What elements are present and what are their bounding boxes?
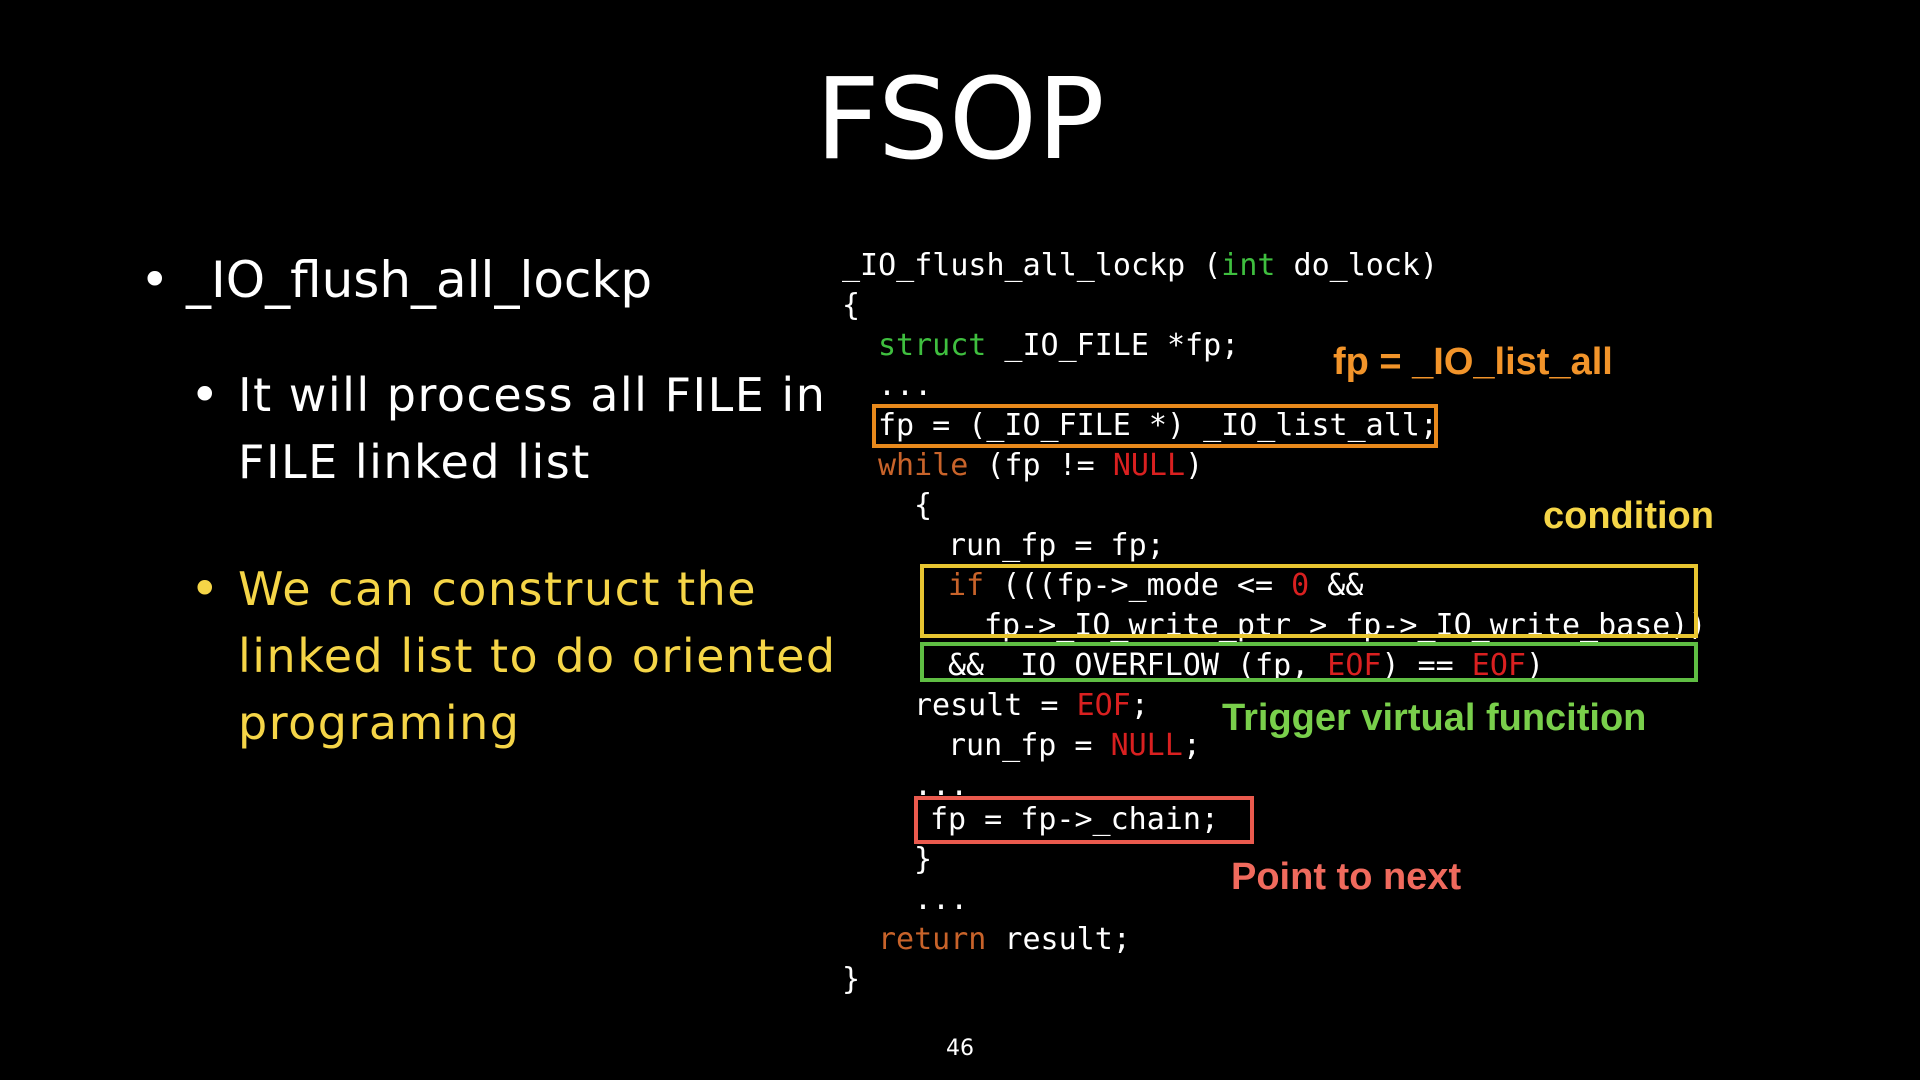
code-line-3: struct _IO_FILE *fp; [878, 326, 1239, 366]
code-text: ; [1182, 728, 1201, 763]
code-line-6: while (fp != NULL) [878, 446, 1203, 486]
code-text: result = [914, 688, 1077, 723]
bullet-sub-1-text: It will process all FILE in FILE linked … [238, 368, 827, 489]
code-line-9: if (((fp->_mode <= 0 && [948, 566, 1363, 606]
code-text: && _IO_OVERFLOW (fp, [948, 648, 1328, 683]
code-line-7: { [914, 488, 933, 523]
highlight-box-fp-list [872, 404, 1438, 448]
code-keyword: if [948, 568, 985, 603]
bullet-main-text: _IO_flush_all_lockp [186, 251, 653, 309]
annotation-fp-list: fp = _IO_list_all [1333, 341, 1613, 383]
code-constant: EOF [1327, 648, 1382, 683]
code-text: do_lock) [1275, 248, 1439, 283]
code-line-19: } [842, 962, 861, 997]
code-text: ) == [1381, 648, 1472, 683]
code-text: && [1309, 568, 1364, 603]
code-constant: EOF [1076, 688, 1131, 723]
highlight-box-overflow [920, 642, 1698, 682]
annotation-trigger: Trigger virtual funcition [1222, 697, 1647, 739]
bullet-dot-icon: • [190, 366, 221, 424]
code-text: (fp != [968, 448, 1113, 483]
bullet-dot-icon: • [190, 560, 221, 618]
slide-title: FSOP [815, 55, 1105, 185]
code-line-12: result = EOF; [914, 686, 1149, 726]
code-line-17: ... [914, 882, 969, 917]
code-keyword: while [878, 448, 969, 483]
code-text: result; [986, 922, 1131, 957]
code-line-18: return result; [878, 920, 1131, 960]
code-line-1: _IO_flush_all_lockp (int do_lock) [842, 246, 1438, 286]
bullet-sub-2-text: We can construct the linked list to do o… [238, 562, 837, 750]
code-constant: NULL [1112, 448, 1186, 483]
highlight-box-condition [920, 564, 1698, 638]
code-line-8: run_fp = fp; [948, 528, 1165, 563]
code-constant: EOF [1471, 648, 1526, 683]
code-text: _IO_flush_all_lockp ( [842, 248, 1222, 283]
page-number: 46 [946, 1036, 974, 1061]
annotation-condition: condition [1543, 495, 1714, 537]
code-line-5: fp = (_IO_FILE *) _IO_list_all; [878, 408, 1438, 443]
code-text: ) [1525, 648, 1545, 683]
code-keyword: int [1221, 248, 1276, 283]
code-line-15: fp = fp->_chain; [930, 802, 1219, 837]
highlight-box-chain [914, 796, 1254, 844]
code-constant: NULL [1110, 728, 1183, 763]
code-line-2: { [842, 288, 861, 323]
code-line-16: } [914, 842, 933, 877]
code-text: run_fp = [948, 728, 1111, 763]
code-text: ; [1130, 688, 1149, 723]
code-line-11: && _IO_OVERFLOW (fp, EOF) == EOF) [948, 646, 1544, 686]
code-text: (((fp->_mode <= [984, 568, 1292, 603]
code-keyword: struct [878, 328, 987, 363]
annotation-next: Point to next [1231, 856, 1462, 898]
code-line-4: ... [878, 368, 933, 403]
code-text: ) [1185, 448, 1204, 483]
code-line-13: run_fp = NULL; [948, 726, 1201, 766]
bullet-dot-icon: • [140, 251, 170, 309]
code-keyword: return [878, 922, 987, 957]
code-text: _IO_FILE *fp; [986, 328, 1240, 363]
code-constant: 0 [1291, 568, 1310, 603]
code-listing: _IO_flush_all_lockp (int do_lock) { stru… [0, 0, 1706, 997]
